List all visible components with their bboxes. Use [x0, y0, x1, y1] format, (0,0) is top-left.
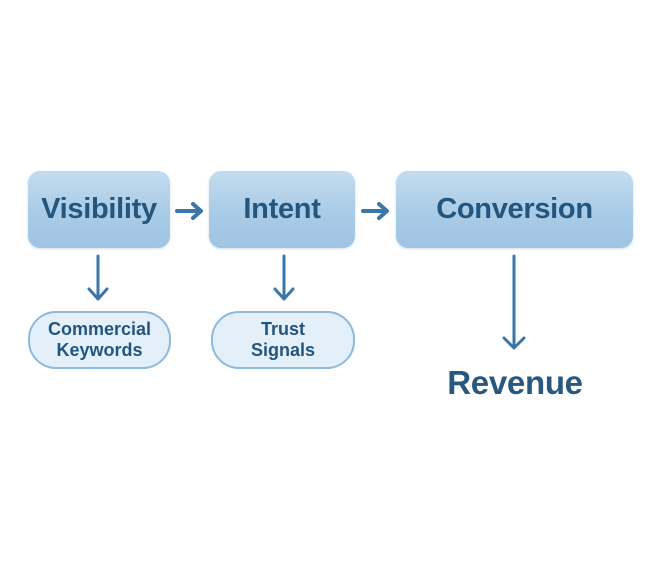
- node-trust-signals-line-1: Trust: [260, 319, 305, 339]
- stage-visibility-label: Visibility: [41, 193, 157, 225]
- arrow-intent-to-trust-signals: [273, 254, 295, 301]
- node-trust-signals-line-2: Signals: [250, 340, 316, 360]
- node-commercial-keywords-line-2: Keywords: [56, 340, 143, 360]
- arrow-intent-to-conversion: [361, 202, 389, 220]
- arrow-conversion-to-revenue: [502, 254, 526, 350]
- node-trust-signals: Trust Signals: [211, 311, 355, 369]
- node-commercial-keywords: Commercial Keywords: [28, 311, 171, 369]
- stage-conversion-label: Conversion: [436, 193, 593, 225]
- stage-intent-label: Intent: [243, 193, 321, 225]
- node-commercial-keywords-line-1: Commercial: [47, 319, 152, 339]
- stage-visibility: Visibility: [28, 171, 170, 248]
- stage-intent: Intent: [209, 171, 355, 248]
- arrow-visibility-to-commercial-keywords: [87, 254, 109, 301]
- outcome-revenue: Revenue: [447, 364, 583, 401]
- arrow-visibility-to-intent: [175, 202, 203, 220]
- stage-conversion: Conversion: [396, 171, 633, 248]
